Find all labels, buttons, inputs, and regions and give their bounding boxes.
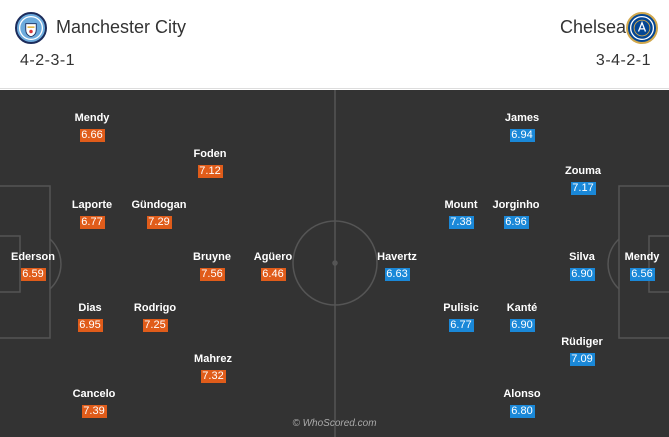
- player-rating: 6.59: [20, 268, 46, 281]
- player-name: Gündogan: [131, 199, 187, 211]
- player-rating: 6.94: [509, 129, 535, 142]
- pitch-markings: [0, 90, 669, 437]
- player-rating: 7.17: [570, 182, 596, 195]
- player-name: Agüero: [253, 251, 293, 263]
- pitch: Mendy 6.66 Foden 7.12 Laporte 6.77 Gündo…: [0, 90, 669, 437]
- home-player-foden[interactable]: Foden 7.12: [190, 148, 230, 179]
- player-rating: 6.77: [79, 216, 105, 229]
- player-rating: 6.66: [79, 129, 105, 142]
- player-name: Mahrez: [194, 353, 232, 365]
- player-rating: 7.38: [448, 216, 474, 229]
- player-name: Kanté: [506, 302, 538, 314]
- player-name: Mendy: [624, 251, 660, 263]
- player-name: Havertz: [377, 251, 417, 263]
- player-rating: 7.09: [569, 353, 595, 366]
- home-player-mahrez[interactable]: Mahrez 7.32: [190, 353, 236, 384]
- player-name: Alonso: [503, 388, 541, 400]
- player-rating: 7.29: [146, 216, 172, 229]
- home-player-cancelo[interactable]: Cancelo 7.39: [70, 388, 118, 419]
- home-player-mendy[interactable]: Mendy 6.66: [72, 112, 112, 143]
- home-player-bruyne[interactable]: Bruyne 7.56: [192, 251, 232, 282]
- player-rating: 6.56: [629, 268, 655, 281]
- player-name: Pulisic: [443, 302, 479, 314]
- home-player-rodrigo[interactable]: Rodrigo 7.25: [131, 302, 179, 333]
- player-rating: 6.96: [503, 216, 529, 229]
- player-name: Mount: [444, 199, 478, 211]
- away-player-rudiger[interactable]: Rüdiger 7.09: [556, 336, 608, 367]
- home-player-ederson[interactable]: Ederson 6.59: [10, 251, 56, 282]
- home-team-name: Manchester City: [56, 17, 187, 37]
- player-rating: 6.77: [448, 319, 474, 332]
- player-name: Zouma: [564, 165, 602, 177]
- player-rating: 7.12: [197, 165, 223, 178]
- player-name: Laporte: [71, 199, 113, 211]
- player-rating: 6.90: [569, 268, 595, 281]
- player-name: James: [504, 112, 540, 124]
- player-rating: 6.95: [77, 319, 103, 332]
- player-name: Jorginho: [492, 199, 540, 211]
- match-header: Manchester City 4-2-3-1 Chelsea 3-4-2-1: [0, 0, 669, 89]
- away-player-pulisic[interactable]: Pulisic 6.77: [439, 302, 483, 333]
- player-rating: 6.63: [384, 268, 410, 281]
- away-team-name: Chelsea: [559, 17, 626, 37]
- player-name: Dias: [78, 302, 102, 314]
- player-name: Rüdiger: [561, 336, 603, 348]
- home-player-laporte[interactable]: Laporte 6.77: [70, 199, 114, 230]
- player-name: Foden: [193, 148, 227, 160]
- away-player-jorginho[interactable]: Jorginho 6.96: [490, 199, 542, 230]
- player-rating: 7.56: [199, 268, 225, 281]
- player-name: Bruyne: [193, 251, 231, 263]
- away-player-silva[interactable]: Silva 6.90: [562, 251, 602, 282]
- watermark: © WhoScored.com: [292, 418, 377, 429]
- away-player-alonso[interactable]: Alonso 6.80: [499, 388, 545, 419]
- player-name: Rodrigo: [133, 302, 177, 314]
- player-name: Cancelo: [72, 388, 116, 400]
- away-player-zouma[interactable]: Zouma 7.17: [561, 165, 605, 196]
- player-rating: 6.80: [509, 405, 535, 418]
- away-player-mount[interactable]: Mount 7.38: [439, 199, 483, 230]
- player-name: Ederson: [10, 251, 55, 263]
- away-player-james[interactable]: James 6.94: [502, 112, 542, 143]
- manchester-city-crest-icon: [15, 12, 47, 44]
- chelsea-crest-icon: [626, 12, 658, 44]
- home-player-aguero[interactable]: Agüero 6.46: [251, 251, 295, 282]
- away-formation: 3-4-2-1: [595, 52, 651, 69]
- player-name: Mendy: [74, 112, 110, 124]
- player-rating: 7.32: [200, 370, 226, 383]
- player-rating: 7.39: [81, 405, 107, 418]
- home-formation: 4-2-3-1: [20, 52, 76, 69]
- away-player-mendy[interactable]: Mendy 6.56: [620, 251, 664, 282]
- home-player-gundogan[interactable]: Gündogan 7.29: [131, 199, 187, 230]
- away-player-kante[interactable]: Kanté 6.90: [502, 302, 542, 333]
- away-player-havertz[interactable]: Havertz 6.63: [373, 251, 421, 282]
- player-rating: 6.90: [509, 319, 535, 332]
- player-name: Silva: [569, 251, 595, 263]
- player-rating: 7.25: [142, 319, 168, 332]
- player-rating: 6.46: [260, 268, 286, 281]
- home-player-dias[interactable]: Dias 6.95: [70, 302, 110, 333]
